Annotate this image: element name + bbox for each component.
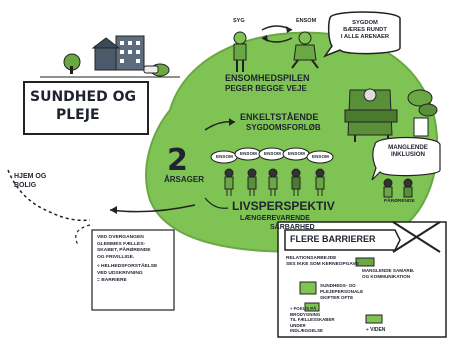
- livsperspektiv-label: LIVSPERSPEKTIV: [232, 199, 335, 213]
- label-ensom: ENSOM: [296, 18, 317, 24]
- barrier-icons: [299, 257, 383, 324]
- aarsager-label: ÅRSAGER: [164, 175, 205, 184]
- number-two: 2: [167, 143, 188, 178]
- ensom-bubbles: [210, 147, 334, 164]
- ensomhedspilen-label: ENSOMHEDSPILEN PEGER BEGGE VEJE: [225, 73, 310, 93]
- flere-barrierer-label: FLERE BARRIERER: [290, 234, 376, 244]
- person-syg-icon: [233, 31, 247, 72]
- relatives-icon: [383, 178, 413, 198]
- enkeltstaaende-label: ENKELTSTÅENDE SYGDOMSFORLØB: [240, 112, 321, 132]
- people-row-icon: [224, 168, 325, 196]
- ensom-bubble-2: ENSOM: [240, 151, 257, 156]
- samarbejde-text: MANGLENDE SAMARB.OG KOMMUNIKATION: [362, 268, 415, 279]
- ensom-bubble-4: ENSOM: [288, 151, 305, 156]
- speech-bubble: [322, 11, 401, 58]
- title-box: [23, 81, 149, 135]
- note-box: [91, 229, 175, 311]
- ensom-bubble-1: ENSOM: [216, 154, 233, 159]
- person-ensom-icon: [291, 31, 319, 69]
- label-syg: SYG: [233, 18, 245, 24]
- ensom-bubble-5: ENSOM: [312, 154, 329, 159]
- plant-icon: [407, 89, 438, 137]
- armchair-person-icon: [344, 88, 398, 142]
- paaroerende-label: PÅRØRENDE: [384, 199, 415, 204]
- laengerevarende-label: LÆNGEREVARENDE SÅRBARHED: [240, 215, 315, 231]
- ensom-bubble-3: ENSOM: [264, 151, 281, 156]
- houses-icon: [40, 35, 180, 78]
- title-text: SUNDHED OG PLEJE: [30, 89, 136, 123]
- viden-text: ÷ VIDEN: [366, 327, 386, 333]
